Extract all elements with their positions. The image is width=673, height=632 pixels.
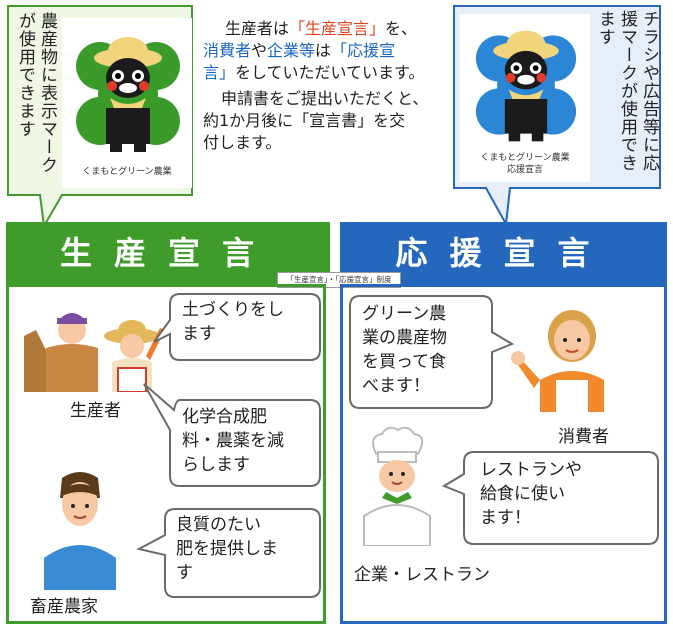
intro-text: 生産者は「生産宣言」を、 消費者や企業等は「応援宣 言」をしていただいています。… (203, 19, 429, 152)
production-panel (6, 284, 326, 624)
livestock-label: 畜産農家 (30, 597, 98, 617)
bubble-consumer-buy: グリーン農業の農産物を買って食べます！ (362, 304, 447, 396)
bubble-company-shape (441, 451, 659, 545)
bubble-consumer-shape (349, 295, 515, 409)
right-note-text: チラシや広告等に応援マークが使用できます (595, 10, 659, 172)
bubble-livestock-shape (136, 508, 321, 598)
producer-label: 生産者 (70, 401, 121, 421)
kumamon-support-logo-icon (475, 30, 577, 142)
bubble-livestock-compost: 良質のたい肥を提供します (176, 515, 278, 583)
producer-couple-icon (24, 313, 165, 392)
logo-left-caption: くまもとグリーン農業 (82, 167, 172, 177)
left-note-text: 農産物に表示マークが使用できます (15, 12, 57, 174)
company-label: 企業・レストラン (354, 565, 490, 585)
bubble-producer-soil: 土づくりをします (182, 300, 284, 344)
bubble-company-use: レストランや給食に使います！ (480, 460, 582, 528)
livestock-farmer-icon (44, 472, 116, 590)
consumer-label: 消費者 (558, 427, 609, 447)
logo-right-caption-2: 応援宣言 (506, 165, 543, 175)
bubble-producer-2-shape (143, 383, 321, 487)
banner-production-declaration: 生産宣言 (6, 222, 330, 284)
logo-right-caption: くまもとグリーン農業 (480, 153, 570, 163)
consumer-woman-icon (511, 310, 604, 412)
bubble-producer-chemical: 化学合成肥料・農薬を減らします (182, 407, 284, 475)
kumamon-logo-icon (76, 37, 180, 152)
chef-icon (363, 426, 431, 546)
support-panel (340, 284, 667, 624)
bubble-producer-1-shape (153, 293, 321, 361)
